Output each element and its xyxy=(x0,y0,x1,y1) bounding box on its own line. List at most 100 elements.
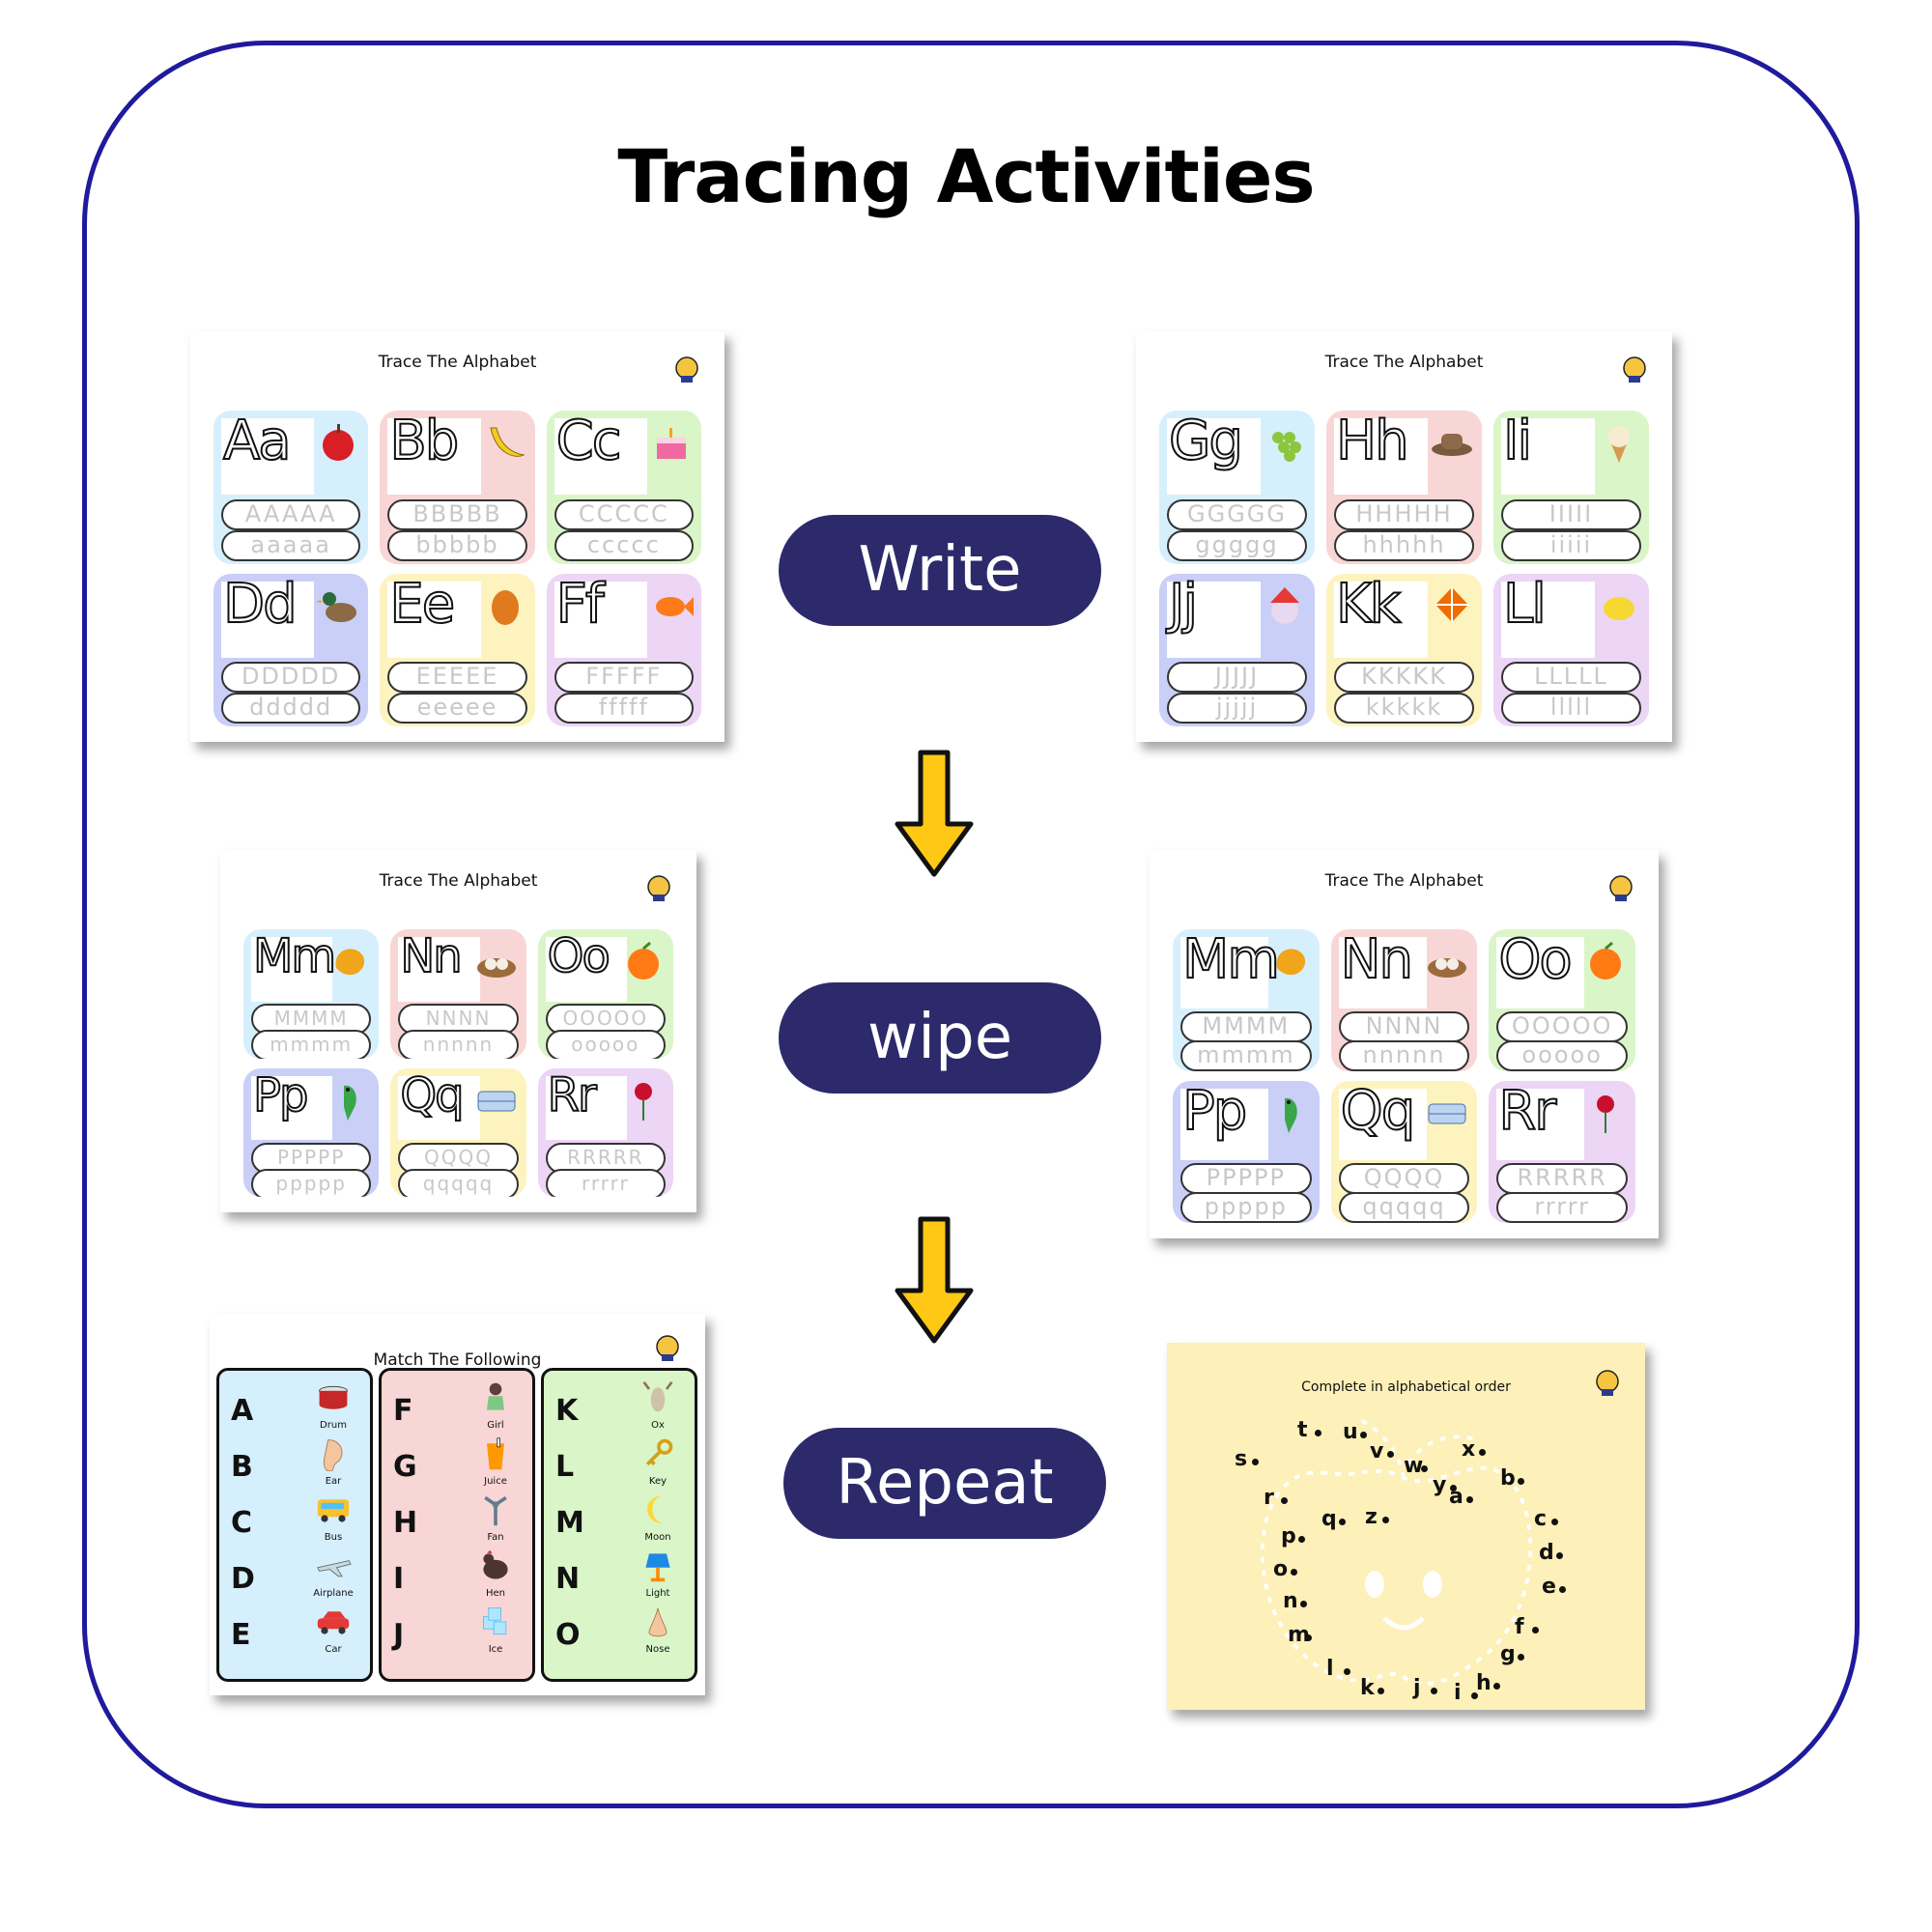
dot-letter-v[interactable]: v xyxy=(1370,1439,1384,1463)
dot-letter-e[interactable]: e xyxy=(1542,1575,1556,1599)
match-letter[interactable]: L xyxy=(555,1450,575,1484)
dot-letter-s[interactable]: s xyxy=(1235,1447,1248,1471)
lowercase-trace-line[interactable]: fffff xyxy=(554,693,694,724)
dot-letter-k[interactable]: k xyxy=(1360,1676,1375,1700)
dot-letter-b[interactable]: b xyxy=(1500,1466,1516,1491)
match-letter[interactable]: D xyxy=(231,1562,255,1596)
lowercase-trace-line[interactable]: iiiii xyxy=(1501,529,1641,561)
lowercase-trace-line[interactable]: ooooo xyxy=(1496,1039,1628,1071)
dot-letter-o[interactable]: o xyxy=(1273,1557,1289,1581)
match-letter[interactable]: F xyxy=(393,1394,413,1428)
uppercase-trace-line[interactable]: QQQQ xyxy=(398,1142,519,1174)
match-letter[interactable]: H xyxy=(393,1506,418,1540)
dot-letter-n[interactable]: n xyxy=(1283,1589,1298,1613)
uppercase-trace-line[interactable]: GGGGG xyxy=(1167,498,1307,530)
match-letter[interactable]: N xyxy=(555,1562,581,1596)
dot-letter-t[interactable]: t xyxy=(1297,1418,1308,1442)
match-letter[interactable]: O xyxy=(555,1618,581,1652)
lowercase-trace-line[interactable]: nnnnn xyxy=(1338,1039,1470,1071)
lowercase-trace-line[interactable]: bbbbb xyxy=(387,529,527,561)
uppercase-trace-line[interactable]: PPPPP xyxy=(1180,1163,1312,1195)
dot-letter-j[interactable]: j xyxy=(1413,1676,1421,1700)
lowercase-trace-line[interactable]: qqqqq xyxy=(1338,1191,1470,1223)
lowercase-trace-line[interactable]: eeeee xyxy=(387,693,527,724)
uppercase-trace-line[interactable]: DDDDD xyxy=(221,662,361,694)
uppercase-trace-line[interactable]: RRRRR xyxy=(1496,1163,1628,1195)
dot-letter-u[interactable]: u xyxy=(1343,1420,1358,1444)
match-letter[interactable]: E xyxy=(231,1618,251,1652)
dot-letter-m[interactable]: m xyxy=(1288,1623,1310,1647)
match-picture[interactable]: Key xyxy=(629,1436,687,1487)
uppercase-trace-line[interactable]: KKKKK xyxy=(1334,662,1474,694)
uppercase-trace-line[interactable]: BBBBB xyxy=(387,498,527,530)
lowercase-trace-line[interactable]: jjjjj xyxy=(1167,693,1307,724)
match-picture[interactable]: Ear xyxy=(304,1436,362,1487)
match-picture[interactable]: Airplane xyxy=(304,1548,362,1599)
match-picture[interactable]: Hen xyxy=(467,1548,525,1599)
uppercase-trace-line[interactable]: NNNN xyxy=(1338,1011,1470,1043)
uppercase-trace-line[interactable]: RRRRR xyxy=(545,1142,666,1174)
uppercase-trace-line[interactable]: CCCCC xyxy=(554,498,694,530)
lowercase-trace-line[interactable]: mmmm xyxy=(1180,1039,1312,1071)
match-letter[interactable]: A xyxy=(231,1394,254,1428)
uppercase-trace-line[interactable]: AAAAA xyxy=(221,498,361,530)
match-picture[interactable]: Girl xyxy=(467,1380,525,1431)
dot-letter-q[interactable]: q xyxy=(1321,1507,1337,1531)
lowercase-trace-line[interactable]: kkkkk xyxy=(1334,693,1474,724)
uppercase-trace-line[interactable]: HHHHH xyxy=(1334,498,1474,530)
lowercase-trace-line[interactable]: ooooo xyxy=(545,1030,666,1059)
lowercase-trace-line[interactable]: ccccc xyxy=(554,529,694,561)
uppercase-trace-line[interactable]: OOOOO xyxy=(545,1004,666,1036)
uppercase-trace-line[interactable]: JJJJJ xyxy=(1167,662,1307,694)
dot-letter-i[interactable]: i xyxy=(1454,1681,1462,1705)
match-letter[interactable]: K xyxy=(555,1394,579,1428)
lowercase-trace-line[interactable]: hhhhh xyxy=(1334,529,1474,561)
dot-letter-h[interactable]: h xyxy=(1476,1671,1492,1695)
uppercase-trace-line[interactable]: MMMM xyxy=(251,1004,372,1036)
lowercase-trace-line[interactable]: qqqqq xyxy=(398,1168,519,1197)
dot-letter-c[interactable]: c xyxy=(1534,1507,1548,1531)
match-letter[interactable]: M xyxy=(555,1506,584,1540)
uppercase-trace-line[interactable]: EEEEE xyxy=(387,662,527,694)
lowercase-trace-line[interactable]: nnnnn xyxy=(398,1030,519,1059)
dot-letter-d[interactable]: d xyxy=(1539,1541,1554,1565)
uppercase-trace-line[interactable]: MMMM xyxy=(1180,1011,1312,1043)
match-picture[interactable]: Light xyxy=(629,1548,687,1599)
match-picture[interactable]: Bus xyxy=(304,1492,362,1543)
uppercase-trace-line[interactable]: IIIII xyxy=(1501,498,1641,530)
match-letter[interactable]: B xyxy=(231,1450,253,1484)
match-letter[interactable]: I xyxy=(393,1562,405,1596)
dot-letter-g[interactable]: g xyxy=(1500,1642,1516,1666)
dot-letter-y[interactable]: y xyxy=(1433,1473,1447,1497)
dot-letter-p[interactable]: p xyxy=(1281,1524,1296,1548)
match-picture[interactable]: Moon xyxy=(629,1492,687,1543)
match-picture[interactable]: Car xyxy=(304,1605,362,1655)
match-picture[interactable]: Juice xyxy=(467,1436,525,1487)
match-picture[interactable]: Fan xyxy=(467,1492,525,1543)
dot-letter-l[interactable]: l xyxy=(1326,1657,1334,1681)
match-letter[interactable]: J xyxy=(393,1618,405,1652)
dot-letter-f[interactable]: f xyxy=(1515,1615,1524,1639)
match-picture[interactable]: Ox xyxy=(629,1380,687,1431)
match-picture[interactable]: Nose xyxy=(629,1605,687,1655)
lowercase-trace-line[interactable]: ppppp xyxy=(1180,1191,1312,1223)
match-picture[interactable]: Drum xyxy=(304,1380,362,1431)
lowercase-trace-line[interactable]: rrrrr xyxy=(545,1168,666,1197)
match-letter[interactable]: C xyxy=(231,1506,253,1540)
lowercase-trace-line[interactable]: ppppp xyxy=(251,1168,372,1197)
uppercase-trace-line[interactable]: LLLLL xyxy=(1501,662,1641,694)
lowercase-trace-line[interactable]: ggggg xyxy=(1167,529,1307,561)
lowercase-trace-line[interactable]: ddddd xyxy=(221,693,361,724)
uppercase-trace-line[interactable]: FFFFF xyxy=(554,662,694,694)
dot-letter-x[interactable]: x xyxy=(1462,1437,1476,1462)
lowercase-trace-line[interactable]: aaaaa xyxy=(221,529,361,561)
uppercase-trace-line[interactable]: QQQQ xyxy=(1338,1163,1470,1195)
match-picture[interactable]: Ice xyxy=(467,1605,525,1655)
uppercase-trace-line[interactable]: OOOOO xyxy=(1496,1011,1628,1043)
dot-letter-w[interactable]: w xyxy=(1404,1454,1424,1478)
match-letter[interactable]: G xyxy=(393,1450,417,1484)
lowercase-trace-line[interactable]: lllll xyxy=(1501,693,1641,724)
dot-letter-z[interactable]: z xyxy=(1365,1505,1378,1529)
dot-letter-r[interactable]: r xyxy=(1264,1486,1274,1510)
lowercase-trace-line[interactable]: rrrrr xyxy=(1496,1191,1628,1223)
